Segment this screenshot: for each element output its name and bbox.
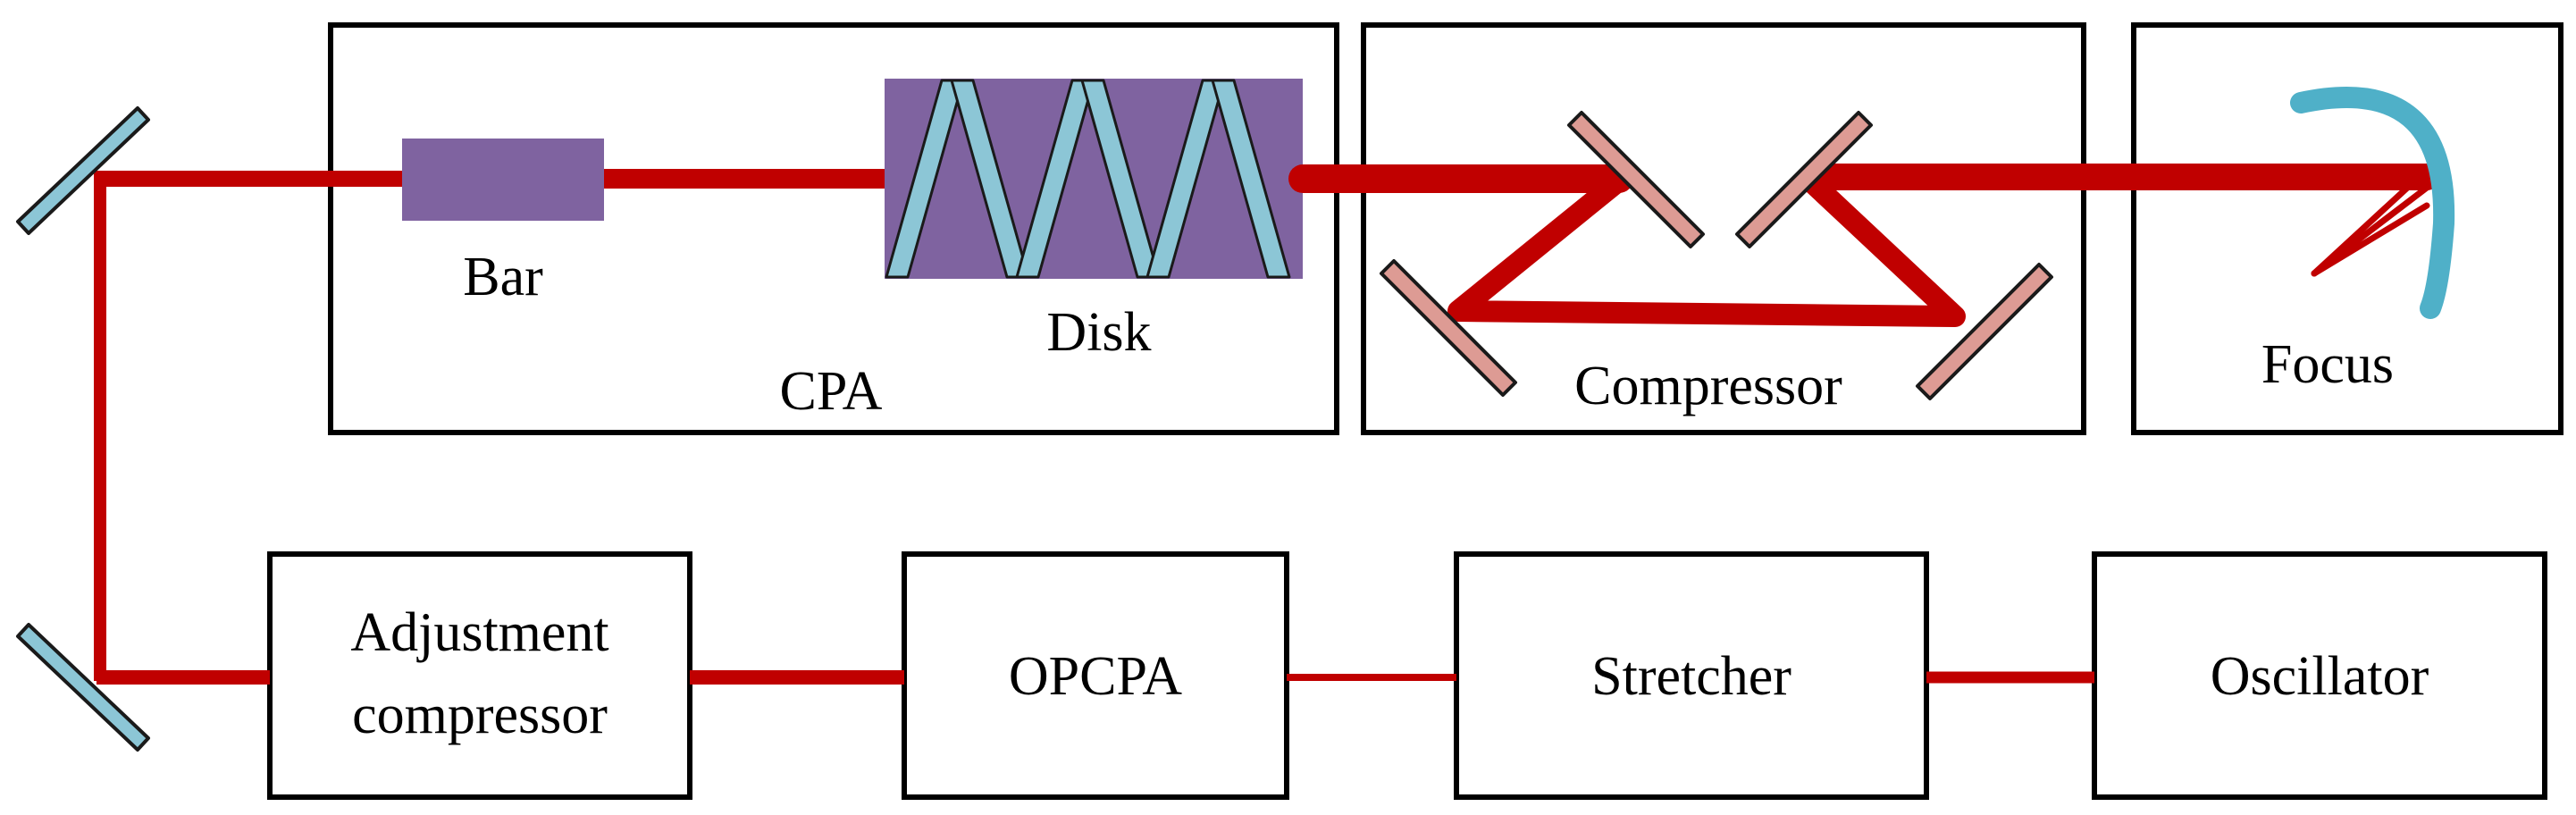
- focus-label: Focus: [2261, 334, 2394, 395]
- beam-compressor-path: [1447, 170, 1966, 327]
- grating-2: [1380, 259, 1517, 397]
- focus-mirror: [2290, 87, 2455, 319]
- opcpa-label: OPCPA: [1009, 646, 1182, 707]
- bar-label: Bar: [463, 247, 543, 307]
- grating-1: [1567, 111, 1705, 248]
- bar-gain-medium: [402, 139, 604, 221]
- top-left-mirror: [16, 106, 150, 235]
- focus-box: [2131, 22, 2563, 435]
- bottom-left-mirror: [16, 623, 150, 752]
- adjustment-compressor-box: [267, 551, 692, 800]
- focus-ray-3: [2311, 202, 2430, 277]
- adjustment-label-line1: Adjustment: [350, 602, 608, 663]
- compressor-box: [1361, 22, 2086, 435]
- grating-4: [1735, 111, 1873, 248]
- cpa-box: [328, 22, 1339, 435]
- adjustment-label-line2: compressor: [352, 685, 608, 745]
- cpa-label: CPA: [780, 361, 883, 422]
- stretcher-label: Stretcher: [1591, 646, 1791, 707]
- oscillator-label: Oscillator: [2211, 646, 2429, 707]
- disk-plate-6: [1211, 79, 1291, 279]
- compressor-label: Compressor: [1574, 356, 1842, 416]
- disk-label: Disk: [1046, 302, 1151, 363]
- grating-3: [1916, 263, 2053, 400]
